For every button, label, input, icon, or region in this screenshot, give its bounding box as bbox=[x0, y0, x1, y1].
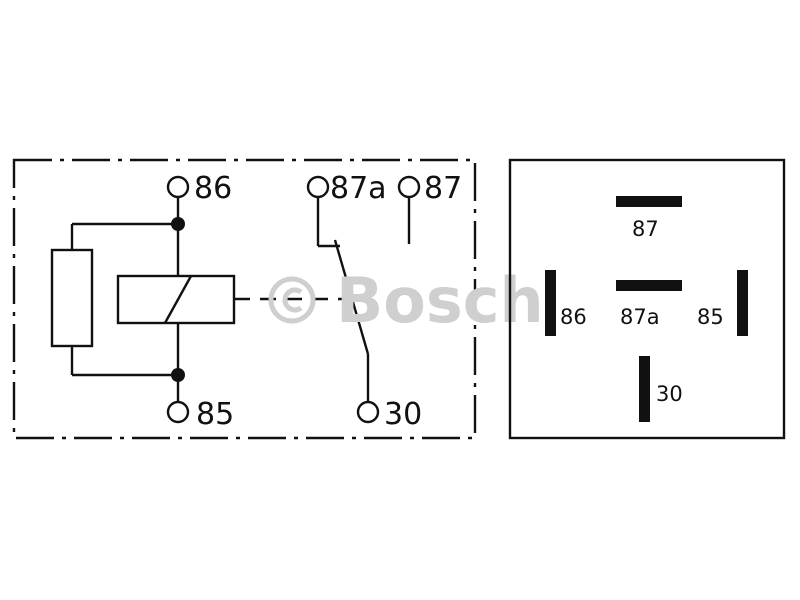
terminal-30 bbox=[356, 400, 380, 424]
pin-label-86: 86 bbox=[194, 171, 232, 206]
footprint-frame bbox=[508, 158, 786, 440]
pad-label-86: 86 bbox=[560, 305, 587, 329]
pin-label-87: 87 bbox=[424, 171, 462, 206]
pad-30 bbox=[639, 356, 650, 422]
terminal-85 bbox=[166, 400, 190, 424]
watermark: Bosch bbox=[268, 264, 544, 337]
switch-blade bbox=[333, 239, 370, 355]
watermark-brand: Bosch bbox=[336, 264, 544, 337]
terminal-86 bbox=[166, 175, 190, 199]
pin-label-30: 30 bbox=[384, 397, 422, 432]
pad-86 bbox=[545, 270, 556, 336]
junction-dot bbox=[171, 217, 185, 231]
schematic-frame bbox=[12, 158, 477, 440]
pad-label-30: 30 bbox=[656, 382, 683, 406]
pad-label-87a: 87a bbox=[620, 305, 660, 329]
terminal-87 bbox=[397, 175, 421, 199]
schematic-panel bbox=[12, 158, 477, 440]
pin-label-87a: 87a bbox=[330, 171, 387, 206]
pad-85 bbox=[737, 270, 748, 336]
pad-label-85: 85 bbox=[697, 305, 724, 329]
junction-dot bbox=[171, 368, 185, 382]
coil-slash bbox=[163, 275, 193, 324]
pin-label-85: 85 bbox=[196, 397, 234, 432]
pad-87 bbox=[616, 196, 682, 207]
copyright-icon bbox=[268, 276, 316, 324]
coil bbox=[116, 274, 236, 325]
terminal-87a bbox=[306, 175, 330, 199]
resistor bbox=[50, 248, 94, 348]
pad-label-87: 87 bbox=[632, 217, 659, 241]
pad-87a bbox=[616, 280, 682, 291]
